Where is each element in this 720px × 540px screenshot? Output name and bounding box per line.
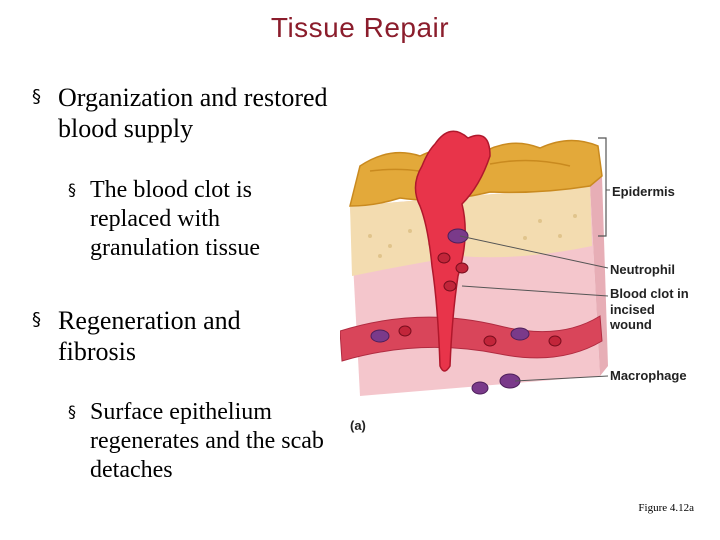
wound-illustration: Epidermis Neutrophil Blood clot in incis… <box>339 126 700 446</box>
neutrophil-leader <box>459 235 609 269</box>
label-epidermis: Epidermis <box>612 184 675 199</box>
bullet-marker: § <box>32 86 41 107</box>
slide-title: Tissue Repair <box>270 12 450 43</box>
label-neutrophil: Neutrophil <box>610 262 675 277</box>
label-macrophage: Macrophage <box>610 368 687 383</box>
bullet-organization: § Organization and restored blood supply <box>32 82 348 144</box>
subbullet-text: The blood clot is replaced with granulat… <box>90 177 260 261</box>
subbullet-text: Surface epithelium regenerates and the s… <box>90 399 324 483</box>
block-side <box>590 176 608 376</box>
subbullet-blood-clot: § The blood clot is replaced with granul… <box>68 176 330 262</box>
label-blood-clot: Blood clot in incised wound <box>610 286 689 333</box>
panel-label: (a) <box>350 418 366 433</box>
bullet-marker: § <box>68 180 76 199</box>
bullet-marker: § <box>68 402 76 421</box>
neutrophil-cell <box>447 228 469 244</box>
bullet-text: Organization and restored blood supply <box>58 83 328 144</box>
dermis-texture <box>368 214 577 258</box>
bullet-text: Regeneration and fibrosis <box>58 306 241 367</box>
clot-leader <box>461 285 609 297</box>
epidermis-bracket <box>598 137 607 237</box>
tissue-diagram <box>339 130 610 396</box>
figure-caption: Figure 4.12a <box>638 502 694 514</box>
macrophage-leader <box>514 375 609 382</box>
subbullet-surface-epithelium: § Surface epithelium regenerates and the… <box>68 398 330 484</box>
blood-clot <box>414 130 491 372</box>
bullet-regeneration: § Regeneration and fibrosis <box>32 305 318 367</box>
bullet-marker: § <box>32 309 41 330</box>
cells <box>370 228 562 395</box>
dermis-layer <box>350 186 592 276</box>
